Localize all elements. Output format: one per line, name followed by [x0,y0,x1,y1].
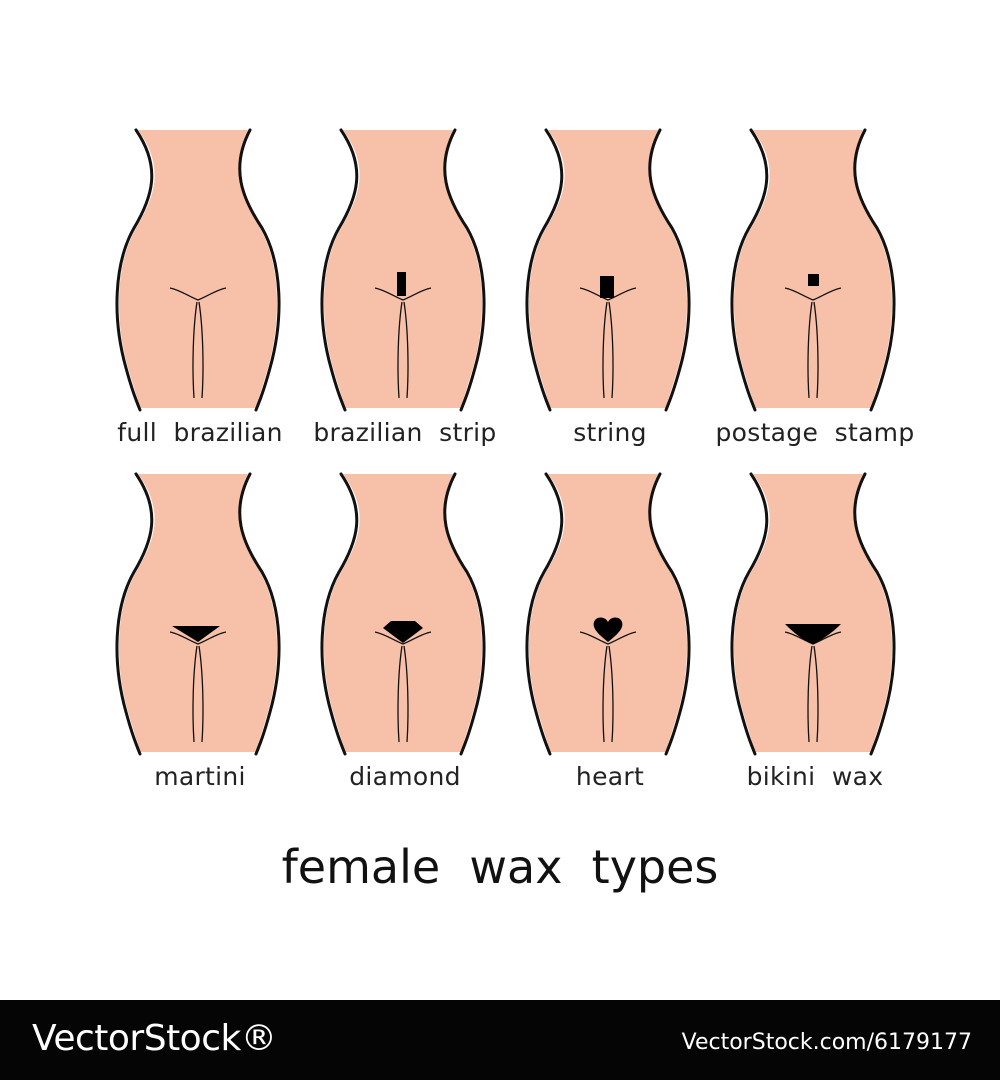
groin-line [169,631,227,645]
skin-fill [323,130,483,408]
leg-line-right [198,301,204,399]
figure-label: heart [575,762,645,791]
strip-mark [397,272,406,296]
groin-line [579,287,637,301]
leg-line-left [192,301,198,399]
skin-fill [733,474,893,752]
figure-bikini-wax: bikini wax [715,472,915,832]
skin-fill [323,474,483,752]
groin-line [169,287,227,301]
heart-mark [593,617,623,642]
martini-mark [172,626,220,642]
hip-outline-left [115,472,154,756]
hip-outline-right [238,128,281,412]
hip-outline-left [320,472,359,756]
leg-line-left [807,301,813,399]
figure-label: full brazilian [117,418,283,447]
body-silhouette [115,128,281,412]
hip-outline-left [525,128,564,412]
skin-fill [118,474,278,752]
leg-line-right [198,645,204,743]
leg-line-right [813,301,819,399]
figure-heart: heart [510,472,710,832]
figure-martini: martini [100,472,300,832]
skin-fill [733,130,893,408]
figure-label: martini [154,762,246,791]
groin-line [784,287,842,301]
leg-line-left [602,301,608,399]
leg-line-left [397,645,403,743]
hip-outline-right [853,472,896,756]
hip-outline-left [525,472,564,756]
figure-postage-stamp: postage stamp [715,128,915,488]
body-silhouette [730,472,896,756]
stock-id: VectorStock.com/6179177 [681,1030,972,1055]
figure-label: brazilian strip [313,418,497,447]
hip-outline-right [648,128,691,412]
hip-outline-right [443,128,486,412]
brand-logo: VectorStock® [32,1018,277,1059]
hip-outline-left [730,472,769,756]
body-silhouette [525,128,691,412]
body-silhouette [730,128,896,412]
watermark-footer: VectorStock® VectorStock.com/6179177 [0,1000,1000,1080]
body-silhouette [115,472,281,756]
figure-diamond: diamond [305,472,505,832]
hip-outline-left [320,128,359,412]
leg-line-right [813,645,819,743]
groin-line [579,631,637,645]
leg-line-left [602,645,608,743]
skin-fill [528,130,688,408]
hip-outline-left [115,128,154,412]
leg-line-right [608,645,614,743]
hip-outline-right [648,472,691,756]
figure-full-brazilian: full brazilian [100,128,300,488]
figure-label: string [573,418,647,447]
skin-fill [528,474,688,752]
page-title: female wax types [281,840,719,894]
hip-outline-left [730,128,769,412]
hip-outline-right [238,472,281,756]
hip-outline-right [853,128,896,412]
stamp-mark [808,274,819,286]
leg-line-right [403,301,409,399]
figure-label: bikini wax [746,762,884,791]
figure-brazilian-strip: brazilian strip [305,128,505,488]
body-silhouette [320,128,486,412]
body-silhouette [525,472,691,756]
leg-line-right [608,301,614,399]
string-mark [600,276,614,298]
bikini-mark [785,624,841,644]
groin-line [374,287,432,301]
hip-outline-right [443,472,486,756]
leg-line-right [403,645,409,743]
leg-line-left [192,645,198,743]
body-silhouette [320,472,486,756]
figure-label: postage stamp [715,418,915,447]
figure-label: diamond [349,762,461,791]
diamond-mark [383,621,423,643]
figure-string: string [510,128,710,488]
leg-line-left [397,301,403,399]
leg-line-left [807,645,813,743]
groin-line [374,631,432,645]
skin-fill [118,130,278,408]
